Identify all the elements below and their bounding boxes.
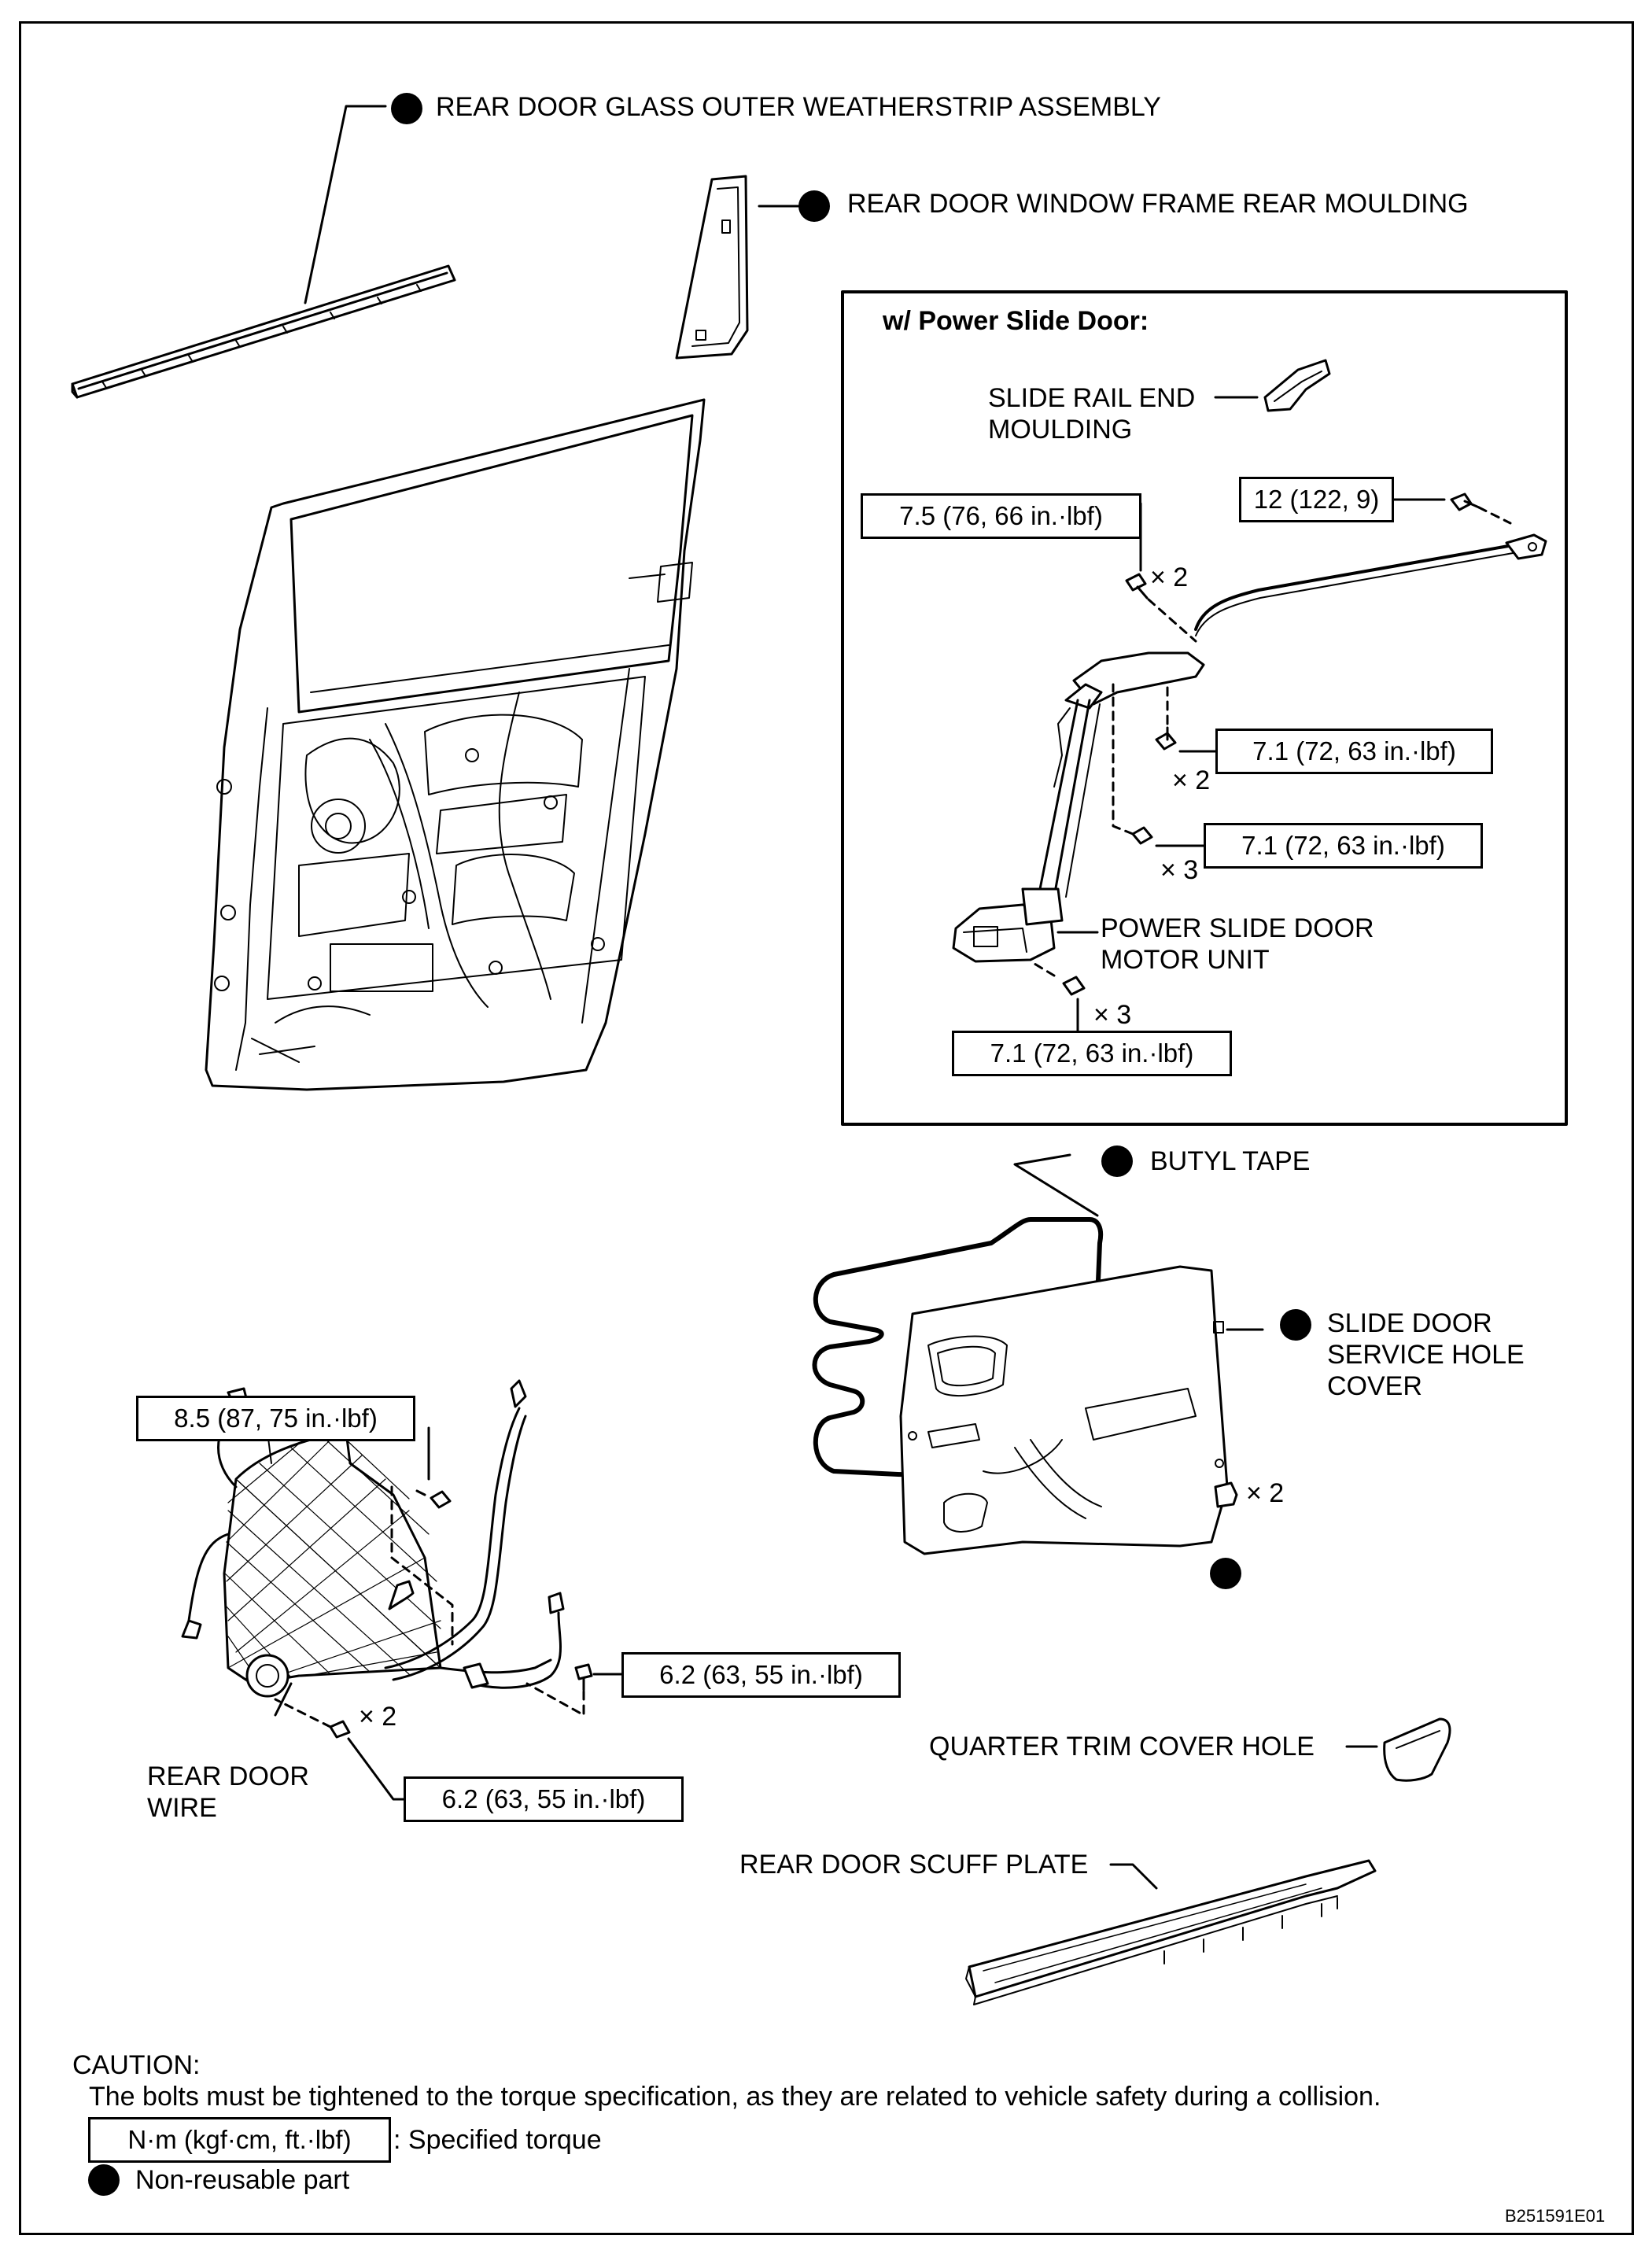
weatherstrip-part	[71, 264, 456, 399]
slide-door-cable-inner	[1195, 550, 1527, 636]
label-service-hole-cover: SLIDE DOOR SERVICE HOLE COVER	[1327, 1308, 1525, 1401]
nonreusable-dot-legend	[88, 2164, 120, 2196]
label-weatherstrip: REAR DOOR GLASS OUTER WEATHERSTRIP ASSEM…	[436, 92, 1161, 122]
diagram-frame	[19, 21, 1634, 2235]
bolt-7-1-b	[1131, 826, 1153, 845]
torque-box-7-5: 7.5 (76, 66 in.·lbf)	[861, 493, 1141, 539]
qty-6-2: × 2	[359, 1702, 397, 1732]
weatherstrip-leader	[304, 105, 387, 304]
torque-box-7-1-c: 7.1 (72, 63 in.·lbf)	[952, 1031, 1232, 1076]
qty-7-1-b: × 3	[1160, 855, 1199, 885]
label-scuff-plate: REAR DOOR SCUFF PLATE	[739, 1850, 1089, 1880]
bolt-12	[1450, 492, 1481, 511]
wire-bolt-8-5-guide	[390, 1485, 454, 1646]
power-slide-inset-frame	[841, 290, 1568, 1126]
scuff-plate-leader	[1109, 1863, 1158, 1890]
slide-rail-end-moulding-part	[1263, 359, 1331, 412]
label-butyl-tape: BUTYL TAPE	[1150, 1146, 1311, 1176]
motor-unit-part	[952, 651, 1205, 963]
qty-clip: × 2	[1246, 1478, 1285, 1508]
wire-bolt-6-2-b	[329, 1720, 351, 1739]
qty-7-1-a: × 2	[1172, 765, 1211, 795]
wire-bolt-6-2-a-guide	[525, 1682, 585, 1717]
qty-7-1-c: × 3	[1093, 1000, 1132, 1030]
label-power-slide-header: w/ Power Slide Door:	[883, 306, 1149, 336]
clip-part	[1214, 1481, 1238, 1508]
quarter-trim-cover-hole-part	[1383, 1717, 1451, 1782]
nonreusable-dot-clip	[1210, 1558, 1241, 1589]
rear-moulding-part	[675, 175, 749, 360]
wire-bolt-6-2-a	[574, 1663, 593, 1691]
bolt-7-1-a	[1155, 726, 1177, 751]
butyl-tape-leader	[1013, 1153, 1099, 1217]
leader-t62b	[347, 1737, 405, 1801]
nonreusable-dot-service-cover	[1280, 1309, 1311, 1341]
legend-nonreusable-desc: Non-reusable part	[135, 2165, 350, 2195]
qty-7-5: × 2	[1150, 563, 1189, 592]
torque-box-7-1-b: 7.1 (72, 63 in.·lbf)	[1204, 823, 1483, 869]
bolt-7-5-guide	[1147, 598, 1197, 643]
label-quarter-trim: QUARTER TRIM COVER HOLE	[929, 1732, 1315, 1762]
nonreusable-dot-rear-moulding	[798, 190, 830, 222]
legend-torque-box: N·m (kgf·cm, ft.·lbf)	[88, 2117, 391, 2163]
bolt-7-1-c	[1062, 976, 1086, 996]
bolt-7-1-c-guide	[1029, 960, 1056, 977]
legend-torque-desc: : Specified torque	[393, 2125, 602, 2155]
torque-box-7-1-a: 7.1 (72, 63 in.·lbf)	[1215, 729, 1493, 774]
figure-id: B251591E01	[1505, 2206, 1606, 2226]
cable-end-bracket	[1505, 533, 1547, 560]
label-slide-rail-end: SLIDE RAIL END MOULDING	[988, 383, 1196, 445]
torque-box-6-2-b: 6.2 (63, 55 in.·lbf)	[404, 1776, 684, 1822]
label-motor-unit: POWER SLIDE DOOR MOTOR UNIT	[1101, 913, 1374, 975]
scuff-plate-part	[965, 1859, 1377, 2005]
torque-box-12: 12 (122, 9)	[1239, 477, 1394, 522]
torque-box-6-2-a: 6.2 (63, 55 in.·lbf)	[621, 1652, 901, 1698]
torque-box-8-5: 8.5 (87, 75 in.·lbf)	[136, 1396, 415, 1441]
label-rear-door-wire: REAR DOOR WIRE	[147, 1762, 309, 1823]
wire-bolt-8-5	[415, 1489, 452, 1509]
label-rear-moulding: REAR DOOR WINDOW FRAME REAR MOULDING	[847, 189, 1469, 219]
nonreusable-dot-weatherstrip	[391, 93, 422, 124]
service-hole-cover-part	[899, 1265, 1229, 1555]
rear-door-panel	[205, 398, 706, 1091]
caution-text: The bolts must be tightened to the torqu…	[89, 2082, 1381, 2112]
bolt-7-1-b-guide	[1112, 683, 1134, 836]
caution-title: CAUTION:	[72, 2050, 201, 2080]
wire-bolt-6-2-b-guide	[274, 1698, 332, 1728]
rear-door-wire-leader	[274, 1682, 293, 1717]
nonreusable-dot-butyl-tape	[1101, 1145, 1133, 1177]
bolt-7-5	[1125, 573, 1149, 599]
slide-door-cable	[1194, 541, 1528, 631]
bolt-12-guide	[1477, 506, 1512, 525]
